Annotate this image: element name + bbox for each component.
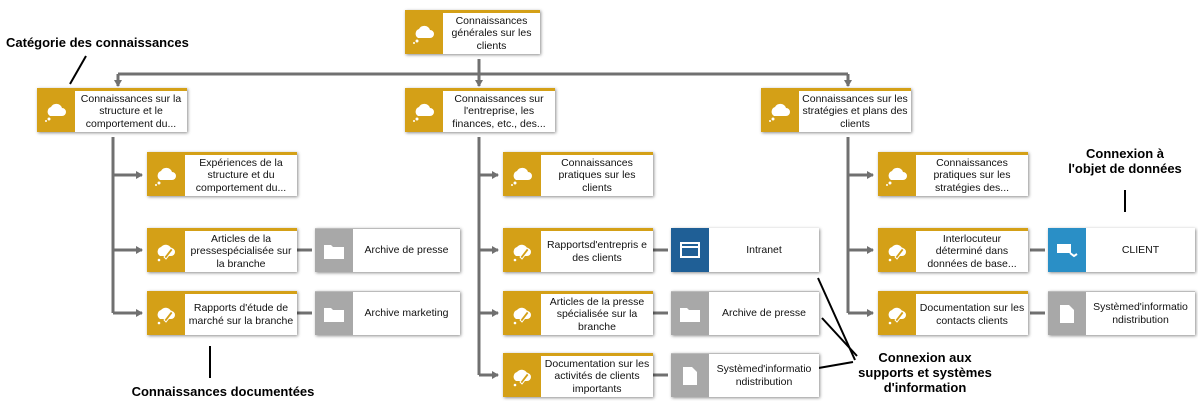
folder-icon [315,229,353,272]
node-label: CLIENT [1121,243,1160,256]
node-label: Connaissances pratiques sur les stratégi… [933,156,1011,194]
document-knowledge-icon [147,231,185,272]
node-contacts-doc[interactable]: Documentation sur les contacts clients [878,291,1028,335]
node-label: Connaissances pratiques sur les clients [558,156,636,194]
node-category-enterprise[interactable]: Connaissances sur l'entreprise, les fina… [405,88,555,132]
node-label: Rapports d'étude de marché sur la branch… [188,302,294,327]
node-contact-person[interactable]: Interlocuteur déterminé dans données de … [878,228,1028,272]
node-marketing-archive[interactable]: Archive marketing [315,291,460,335]
document-knowledge-icon [147,294,185,335]
node-activities-doc[interactable]: Documentation sur les activités de clien… [503,353,653,397]
document-knowledge-icon [503,356,541,397]
node-distribution-system-2[interactable]: Systèmed'informatio ndistribution [1048,291,1195,335]
node-label: Articles de la presse spécialisée sur la… [549,295,645,333]
node-label: Archive de presse [721,307,807,320]
file-icon [671,354,709,397]
node-press-archive-2[interactable]: Archive de presse [671,291,819,335]
node-practical-clients[interactable]: Connaissances pratiques sur les clients [503,152,653,196]
node-label: Rapportsd'entrepris e des clients [546,239,648,264]
cloud-icon [878,155,916,196]
folder-icon [671,292,709,335]
node-label: Documentation sur les contacts clients [919,302,1025,327]
entity-icon [1048,228,1086,272]
node-press-archive-1[interactable]: Archive de presse [315,228,460,272]
annotation-connection-data-object: Connexion à l'objet de données [1068,146,1182,176]
node-press-articles-2[interactable]: Articles de la presse spécialisée sur la… [503,291,653,335]
cloud-icon [503,155,541,196]
node-label: Documentation sur les activités de clien… [544,357,650,395]
document-knowledge-icon [503,294,541,335]
node-distribution-system-1[interactable]: Systèmed'informatio ndistribution [671,353,819,397]
node-label: Articles de la pressespécialisée sur la … [190,232,292,270]
node-experiences[interactable]: Expériences de la structure et du compor… [147,152,297,196]
node-category-strategies[interactable]: Connaissances sur les stratégies et plan… [761,88,911,132]
folder-icon [315,292,353,335]
window-icon [671,228,709,272]
node-market-study[interactable]: Rapports d'étude de marché sur la branch… [147,291,297,335]
node-root-label: Connaissances générales sur les clients [451,14,532,52]
node-label: Archive de presse [364,244,449,257]
node-label: Archive marketing [364,307,449,320]
node-label: Interlocuteur déterminé dans données de … [927,232,1017,270]
cloud-icon [405,13,443,54]
document-knowledge-icon [878,294,916,335]
document-knowledge-icon [878,231,916,272]
node-intranet[interactable]: Intranet [671,228,819,272]
file-icon [1048,292,1086,335]
annotation-connection-supports: Connexion aux supports et systèmes d'inf… [858,350,992,395]
node-root[interactable]: Connaissances générales sur les clients [405,10,540,54]
cloud-icon [147,155,185,196]
node-label: Connaissances sur les stratégies et plan… [802,92,908,130]
node-label: Connaissances sur l'entreprise, les fina… [452,92,546,130]
cloud-icon [405,91,443,132]
node-label: Systèmed'informatio ndistribution [1093,301,1188,326]
node-label: Intranet [746,243,782,256]
node-label: Systèmed'informatio ndistribution [716,363,812,388]
annotation-documented: Connaissances documentées [131,384,315,399]
node-press-articles[interactable]: Articles de la pressespécialisée sur la … [147,228,297,272]
node-category-structure[interactable]: Connaissances sur la structure et le com… [37,88,187,132]
cloud-icon [37,91,75,132]
node-label: Expériences de la structure et du compor… [195,156,287,194]
annotation-category: Catégorie des connaissances [6,35,189,50]
node-practical-strategies[interactable]: Connaissances pratiques sur les stratégi… [878,152,1028,196]
node-label: Connaissances sur la structure et le com… [80,92,182,130]
cloud-icon [761,91,799,132]
node-client-object[interactable]: CLIENT [1048,228,1195,272]
document-knowledge-icon [503,231,541,272]
node-company-reports[interactable]: Rapportsd'entrepris e des clients [503,228,653,272]
